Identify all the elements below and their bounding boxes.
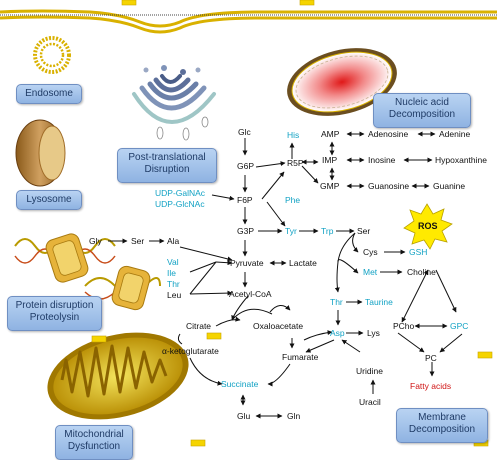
- metabolite-lys: Lys: [367, 328, 380, 338]
- metabolite-r5p: R5P: [287, 158, 304, 168]
- metabolite-fatty-acids: Fatty acids: [410, 381, 452, 391]
- protein-line-2: Proteolysin: [29, 312, 80, 323]
- mito-line-1: Mitochondrial: [64, 429, 124, 440]
- lysosome-icon: [15, 119, 66, 187]
- metabolite-choline: Choline: [407, 267, 436, 277]
- ptm-line-2: Disruption: [144, 164, 190, 175]
- metabolite-gsh: GSH: [409, 247, 428, 257]
- metabolite-gly: Gly: [89, 236, 102, 246]
- metabolite-adenine: Adenine: [439, 129, 471, 139]
- metabolite-fumarate: Fumarate: [282, 352, 319, 362]
- metabolite-succinate: Succinate: [221, 379, 259, 389]
- nucleic-line-2: Decomposition: [388, 109, 456, 120]
- metabolite-amp: AMP: [321, 129, 340, 139]
- metabolite-uridine: Uridine: [356, 366, 383, 376]
- nucleus-icon: [287, 48, 397, 116]
- metabolite-f6p: F6P: [237, 195, 253, 205]
- metabolite-ser-left: Ser: [131, 236, 145, 246]
- metabolite-imp: IMP: [322, 155, 338, 165]
- metabolite-ala: Ala: [167, 236, 180, 246]
- membrane-line-1: Membrane: [418, 412, 466, 423]
- metabolite-glu: Glu: [237, 411, 251, 421]
- metabolite-hypoxanthine: Hypoxanthine: [435, 155, 487, 165]
- metabolite-gpc: GPC: [450, 321, 469, 331]
- metabolite-pyruvate: Pyruvate: [230, 258, 264, 268]
- protein-line-1: Protein disruption: [15, 300, 94, 311]
- membrane-label: Membrane Decomposition: [396, 408, 488, 443]
- metabolite-guanosine: Guanosine: [368, 181, 410, 191]
- metabolite-uracil: Uracil: [359, 397, 381, 407]
- metabolite-udp-galnac: UDP-GalNAc: [155, 188, 206, 198]
- metabolite-tyr: Tyr: [285, 226, 297, 236]
- metabolite-lactate: Lactate: [289, 258, 317, 268]
- metabolite-his: His: [287, 130, 300, 140]
- metabolite-phe: Phe: [285, 195, 301, 205]
- ros-burst-icon: [403, 203, 453, 250]
- ptm-line-1: Post-translational: [128, 152, 206, 163]
- metabolite-cys: Cys: [363, 247, 378, 257]
- metabolite-g3p: G3P: [237, 226, 255, 236]
- metabolite-asp: Asp: [330, 328, 345, 338]
- metabolite-acetyl-coa: Acetyl-CoA: [229, 289, 272, 299]
- metabolite-udp-glcnac: UDP-GlcNAc: [155, 199, 205, 209]
- cell-membrane: [0, 0, 497, 34]
- metabolite-adenosine: Adenosine: [368, 129, 409, 139]
- mito-line-2: Dysfunction: [67, 441, 121, 452]
- metabolite-ile: Ile: [167, 268, 176, 278]
- metabolite-gln: Gln: [287, 411, 301, 421]
- vesicle-bar: [91, 335, 107, 343]
- metabolite-trp: Trp: [321, 226, 334, 236]
- metabolite-ser-right: Ser: [357, 226, 371, 236]
- vesicle-bar: [190, 439, 206, 447]
- nucleic-line-1: Nucleic acid: [395, 97, 449, 108]
- golgi-icon: [132, 65, 216, 141]
- ros-label: ROS: [418, 221, 438, 231]
- vesicle-bar: [477, 351, 493, 359]
- metabolite-g6p: G6P: [237, 161, 255, 171]
- nucleic-acid-label: Nucleic acid Decomposition: [373, 93, 471, 128]
- metabolite-alpha-kg: α-ketoglutarate: [162, 346, 219, 356]
- metabolite-pcho: PCho: [393, 321, 415, 331]
- endosome-label-text: Endosome: [25, 88, 73, 99]
- metabolite-taurine: Taurine: [365, 297, 393, 307]
- metabolite-inosine: Inosine: [368, 155, 396, 165]
- mitochondrion-icon: [47, 332, 189, 420]
- metabolite-gmp: GMP: [320, 181, 340, 191]
- metabolite-glc: Glc: [238, 127, 251, 137]
- protein-helix-icon: [14, 233, 161, 311]
- pathway-arrows: [108, 131, 463, 419]
- metabolite-guanine: Guanine: [433, 181, 466, 191]
- endosome-icon: [33, 36, 71, 74]
- membrane-line-2: Decomposition: [408, 424, 476, 435]
- metabolite-met: Met: [363, 267, 378, 277]
- lysosome-label-text: Lysosome: [26, 194, 72, 205]
- protein-disruption-label: Protein disruption Proteolysin: [7, 296, 102, 331]
- metabolite-pc: PC: [425, 353, 437, 363]
- post-translational-label: Post-translational Disruption: [117, 148, 217, 183]
- metabolite-val: Val: [167, 257, 179, 267]
- metabolite-thr-left: Thr: [167, 279, 180, 289]
- metabolite-thr-right: Thr: [330, 297, 343, 307]
- vesicle-bar: [206, 332, 222, 340]
- endosome-label: Endosome: [16, 84, 82, 104]
- lysosome-label: Lysosome: [16, 190, 82, 210]
- metabolite-leu: Leu: [167, 290, 182, 300]
- metabolite-citrate: Citrate: [186, 321, 212, 331]
- metabolite-oxaloacetate: Oxaloacetate: [253, 321, 304, 331]
